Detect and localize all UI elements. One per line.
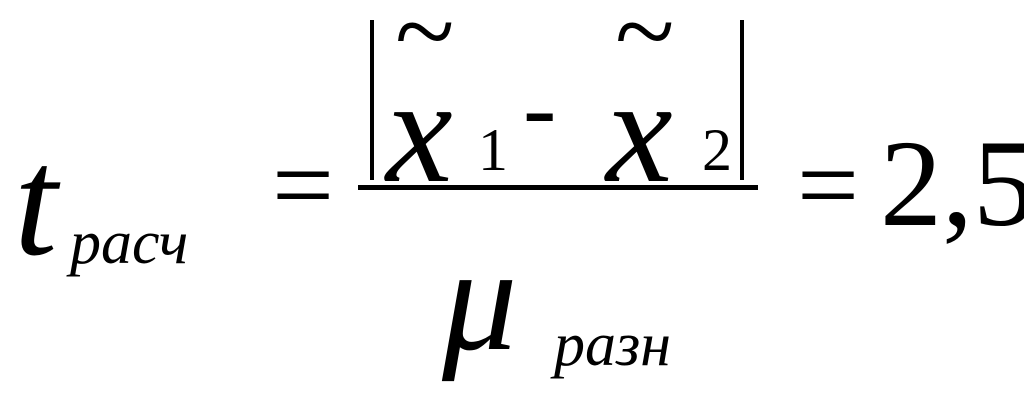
denominator-subscript: разн	[554, 311, 671, 379]
numerator-var-1: x	[386, 48, 453, 214]
numerator-sub-1: 1	[478, 117, 508, 183]
numerator-sub-2: 2	[702, 117, 732, 183]
abs-bar-right	[740, 20, 744, 180]
lhs-symbol: t	[14, 115, 58, 288]
result-value: 2,5	[880, 115, 1024, 252]
tilde-2: ~	[615, 0, 675, 92]
lhs-subscript: расч	[70, 209, 189, 277]
numerator-var-2: x	[606, 48, 673, 214]
minus-operator: -	[523, 52, 557, 163]
abs-bar-left	[370, 20, 374, 180]
tilde-1: ~	[395, 0, 455, 92]
denominator-symbol: μ	[442, 216, 518, 382]
equals-sign: =	[272, 124, 335, 246]
equals-sign-2: =	[797, 124, 860, 246]
fraction-line	[358, 185, 758, 190]
